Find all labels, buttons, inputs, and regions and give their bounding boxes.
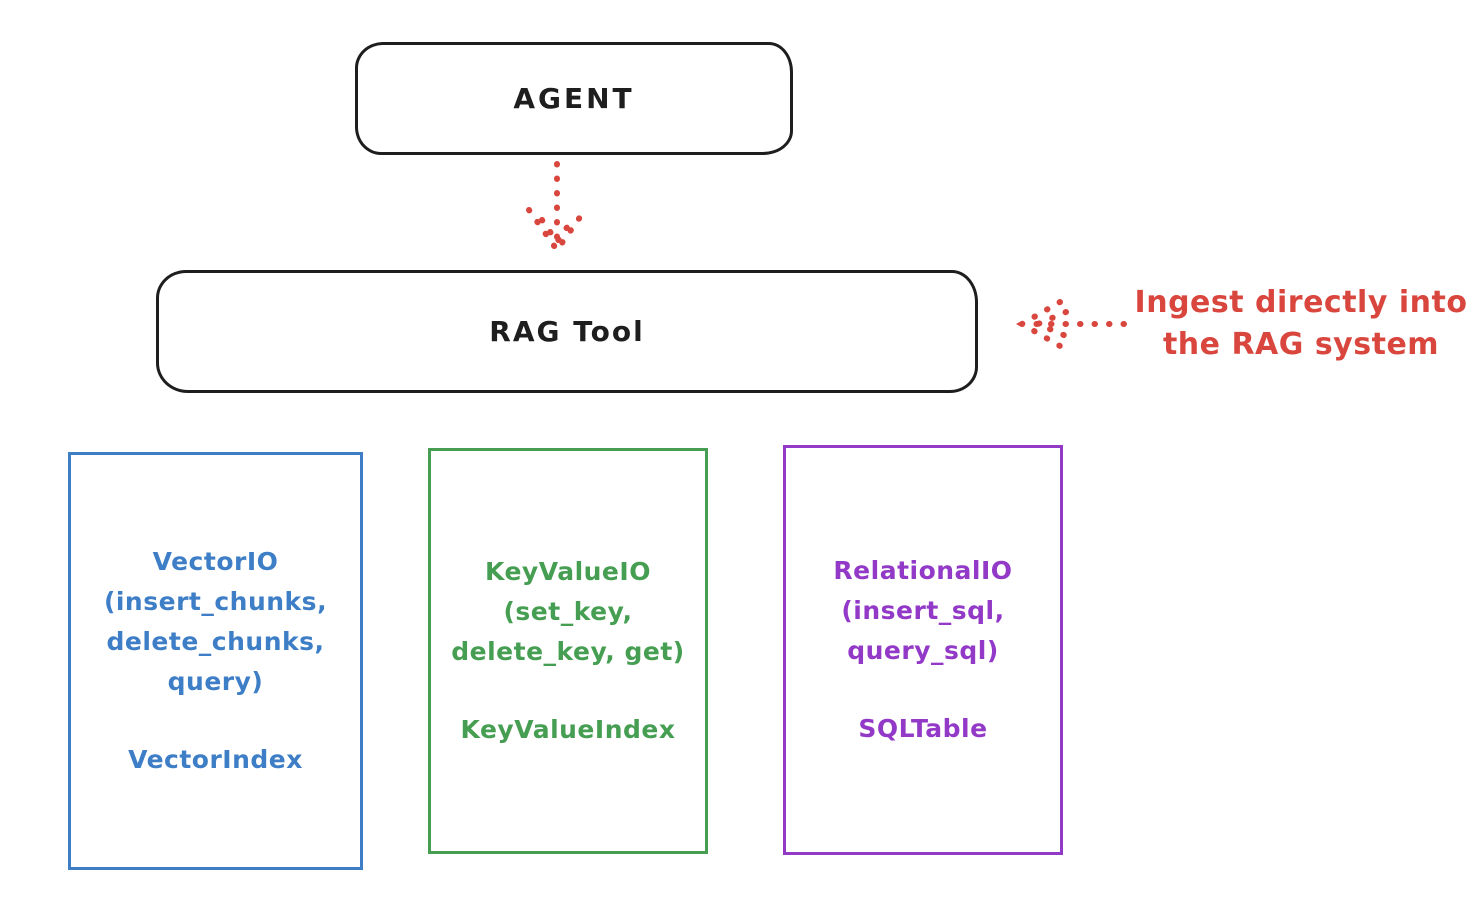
agent-box: AGENT xyxy=(355,42,793,155)
backend-line: RelationalIO xyxy=(833,556,1013,585)
backend-line: query) xyxy=(167,667,264,696)
ingest-annotation-line1: Ingest directly into xyxy=(1134,285,1468,320)
backend-index-label: SQLTable xyxy=(858,714,988,743)
backend-line: delete_key, get) xyxy=(451,637,685,666)
ingest-annotation: Ingest directly into the RAG system xyxy=(1125,282,1477,366)
rag-tool-box: RAG Tool xyxy=(156,270,978,393)
backend-line: (insert_chunks, xyxy=(103,587,328,616)
backend-line: query_sql) xyxy=(847,636,999,665)
dotted-down-arrow-icon xyxy=(526,161,588,256)
backend-box-vector-io: VectorIO (insert_chunks, delete_chunks, … xyxy=(68,452,363,870)
backend-line: (set_key, xyxy=(503,597,633,626)
backend-line: VectorIO xyxy=(152,547,279,576)
backend-line: (insert_sql, xyxy=(841,596,1005,625)
backend-index-label: VectorIndex xyxy=(128,745,303,774)
dotted-left-arrow-icon xyxy=(1016,299,1127,349)
backend-box-relational-io: RelationalIO (insert_sql, query_sql) SQL… xyxy=(783,445,1063,855)
ingest-annotation-line2: the RAG system xyxy=(1162,327,1440,362)
agent-label: AGENT xyxy=(513,82,635,115)
backend-line: KeyValueIO xyxy=(485,557,651,586)
backend-box-key-value-io: KeyValueIO (set_key, delete_key, get) Ke… xyxy=(428,448,708,854)
rag-tool-label: RAG Tool xyxy=(489,315,645,348)
backend-line: delete_chunks, xyxy=(106,627,325,656)
backend-index-label: KeyValueIndex xyxy=(460,715,676,744)
